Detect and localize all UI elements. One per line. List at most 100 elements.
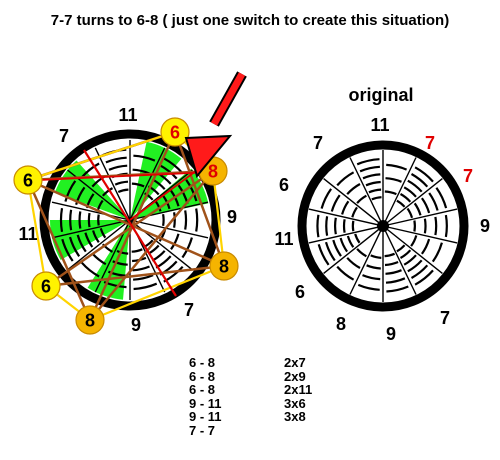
pair-item: 9 - 11 — [189, 409, 222, 424]
dial-spoke — [349, 157, 384, 227]
dial-spoke — [323, 178, 384, 227]
red-link — [83, 149, 177, 297]
dial-arc — [346, 257, 361, 269]
dial-arc — [365, 180, 381, 187]
brown-link — [45, 264, 225, 288]
brown-link — [173, 131, 226, 267]
dial-arc — [324, 241, 336, 262]
dial-arc — [356, 248, 367, 258]
dial-arc — [181, 237, 193, 259]
dial-arc — [101, 187, 114, 197]
dial-arc — [173, 212, 176, 228]
dial-arc — [101, 243, 114, 253]
dial-arc — [144, 192, 154, 201]
dial-spoke — [67, 219, 131, 271]
dial-arc — [356, 158, 380, 166]
pair-item: 7 - 7 — [189, 422, 216, 438]
dial-spoke — [323, 225, 384, 274]
dial-arc — [385, 269, 402, 275]
dial-arc — [385, 277, 406, 284]
dial-arc — [356, 194, 367, 204]
dial-arc — [159, 260, 178, 276]
dial-spoke — [308, 208, 384, 227]
dial-spoke — [349, 225, 384, 295]
right-number-8-bottom: 8 — [336, 314, 346, 334]
dial-arc — [317, 243, 330, 266]
dial-arc — [151, 250, 166, 262]
dial-arc — [368, 188, 382, 194]
dial-arc — [108, 164, 128, 171]
dial-arc — [428, 192, 439, 211]
dial-arc — [420, 238, 431, 255]
dial-arc — [410, 173, 429, 188]
dial-arc — [339, 237, 349, 253]
right-number-7-red-right: 7 — [463, 166, 473, 186]
dial-arc — [336, 265, 355, 281]
dial-arc — [435, 187, 448, 209]
dial-spoke — [94, 147, 131, 221]
pairs-list-right: 2x7 2x9 2x11 3x6 3x8 — [284, 356, 312, 424]
dial-arc — [362, 173, 381, 180]
dial-spoke — [382, 225, 443, 274]
dial-arc — [410, 235, 418, 247]
node-circle — [75, 305, 105, 335]
dial-arc — [162, 214, 165, 226]
dial-arc — [147, 185, 160, 196]
dial-arc — [434, 216, 438, 236]
dial-spoke — [51, 219, 131, 239]
dial-arc — [84, 232, 94, 248]
right-number-11-top: 11 — [370, 115, 389, 135]
original-heading: original — [348, 85, 413, 105]
node-circle — [209, 251, 239, 281]
dial-arc — [354, 233, 361, 244]
dial-arc — [68, 236, 81, 257]
dial-arc — [103, 280, 127, 289]
node-label: 6 — [23, 171, 33, 191]
node-circle — [13, 165, 43, 195]
page-title: 7-7 turns to 6-8 ( just one switch to cr… — [50, 12, 450, 29]
dial-arc — [403, 254, 417, 266]
pair-item: 6 - 8 — [189, 368, 216, 384]
node-label: 6 — [170, 123, 180, 143]
dial-arc — [75, 186, 86, 206]
dial-arc — [85, 193, 95, 209]
brown-link — [27, 178, 225, 268]
brown-link — [89, 170, 214, 321]
dial-arc — [76, 234, 87, 253]
dial-arc — [316, 214, 320, 238]
dial-arc — [116, 249, 129, 255]
right-number-6-left: 6 — [279, 175, 289, 195]
dial-arc — [332, 239, 342, 257]
dial-arc — [386, 163, 408, 171]
dial-arc — [420, 197, 431, 214]
dial-arc — [195, 208, 199, 232]
dial-arc — [64, 180, 77, 202]
right-number-9-right: 9 — [480, 216, 490, 236]
dial-arc — [325, 216, 329, 236]
pair-item: 6 - 8 — [189, 355, 216, 370]
dial-arc — [370, 254, 382, 259]
right-dial-arcs — [316, 158, 448, 293]
pair-count-item: 3x8 — [284, 409, 306, 424]
dial-arc — [399, 249, 412, 259]
dial-arc — [414, 166, 434, 183]
red-link — [129, 167, 201, 221]
right-number-11-left: 11 — [274, 229, 293, 249]
right-number-7-red-top: 7 — [425, 133, 435, 153]
pair-item: 9 - 11 — [189, 395, 222, 411]
brown-link — [26, 179, 92, 321]
dial-arc — [342, 219, 346, 233]
left-number-9-right: 9 — [227, 207, 237, 227]
node-label: 8 — [85, 311, 95, 331]
dial-arc — [357, 283, 380, 291]
dial-arc — [133, 154, 156, 162]
right-number-9-bottom: 9 — [386, 324, 396, 344]
dial-arc — [69, 209, 73, 231]
right-dial-spokes — [308, 150, 458, 302]
dial-arc — [423, 218, 427, 234]
dial-spoke — [382, 225, 417, 295]
left-dial-arcs — [59, 148, 199, 291]
left-number-11-top: 11 — [118, 105, 137, 125]
